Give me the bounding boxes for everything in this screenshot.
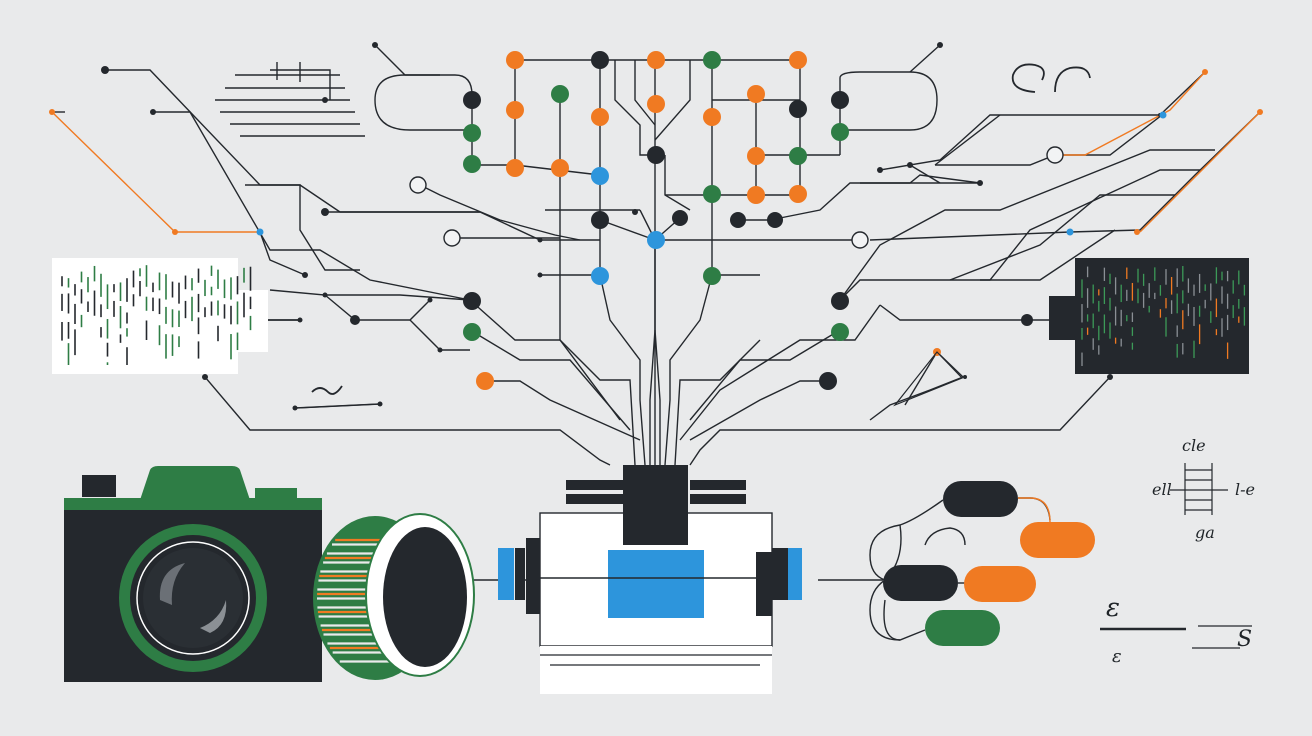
green-node <box>463 323 481 341</box>
green-node <box>463 155 481 173</box>
waveform-bars <box>61 265 252 365</box>
hollow-node <box>409 176 427 194</box>
green-node <box>703 51 721 69</box>
hollow-node <box>443 229 461 247</box>
dark-node <box>350 315 360 325</box>
green-node <box>703 185 721 203</box>
label-bottom: ga <box>1195 523 1215 542</box>
blue-node <box>591 167 609 185</box>
dark-node <box>831 292 849 310</box>
circuit-wires <box>52 44 1261 641</box>
epsilon-bottom: ε <box>1112 646 1122 667</box>
orange-node <box>647 51 665 69</box>
circuit-nodes <box>49 42 1263 411</box>
orange-node <box>1257 109 1263 115</box>
dark-node <box>789 100 807 118</box>
orange-node <box>551 159 569 177</box>
orange-node <box>506 101 524 119</box>
green-node <box>789 147 807 165</box>
hollow-node <box>851 231 869 249</box>
dark-node <box>1021 314 1033 326</box>
hollow-node <box>1046 146 1064 164</box>
dark-node <box>831 91 849 109</box>
dark-node <box>647 146 665 164</box>
orange-node <box>703 108 721 126</box>
orange-node <box>49 109 55 115</box>
green-node <box>463 124 481 142</box>
orange-node <box>172 229 178 235</box>
orange-node <box>789 51 807 69</box>
orange-node <box>747 147 765 165</box>
dark-panel-bars <box>1081 266 1246 366</box>
s-label: S <box>1237 627 1252 652</box>
blue-node <box>1066 228 1074 236</box>
orange-node <box>747 85 765 103</box>
orange-node <box>591 108 609 126</box>
orange-node <box>1134 229 1140 235</box>
pill-nodes-icon <box>883 481 1095 646</box>
label-left: ell <box>1152 480 1172 499</box>
orange-node <box>747 186 765 204</box>
blue-node <box>591 267 609 285</box>
ladder-diagram <box>1170 463 1228 515</box>
processor-chip-icon <box>498 465 802 694</box>
dark-node <box>591 51 609 69</box>
orange-node <box>789 185 807 203</box>
green-node <box>831 123 849 141</box>
squiggle-marks <box>295 63 1091 409</box>
orange-node <box>506 159 524 177</box>
green-node <box>703 267 721 285</box>
waveform-panel-icon <box>52 258 300 374</box>
orange-node <box>1202 69 1208 75</box>
dark-node <box>819 372 837 390</box>
label-top-right: cle <box>1182 436 1206 455</box>
orange-node <box>476 372 494 390</box>
dark-node <box>767 212 783 228</box>
orange-node <box>647 95 665 113</box>
camera-icon <box>64 466 322 682</box>
label-right: l-e <box>1235 480 1255 499</box>
lens-icon <box>313 513 475 680</box>
epsilon-top: ε <box>1106 593 1120 623</box>
dark-node <box>730 212 746 228</box>
dark-node <box>463 91 481 109</box>
dark-node <box>591 211 609 229</box>
orange-node <box>506 51 524 69</box>
green-node <box>831 323 849 341</box>
green-node <box>551 85 569 103</box>
dark-node <box>463 292 481 310</box>
dark-node <box>672 210 688 226</box>
blue-node <box>647 231 665 249</box>
blue-node <box>256 228 264 236</box>
dark-data-panel-icon <box>1049 258 1249 374</box>
blue-node <box>1159 111 1167 119</box>
